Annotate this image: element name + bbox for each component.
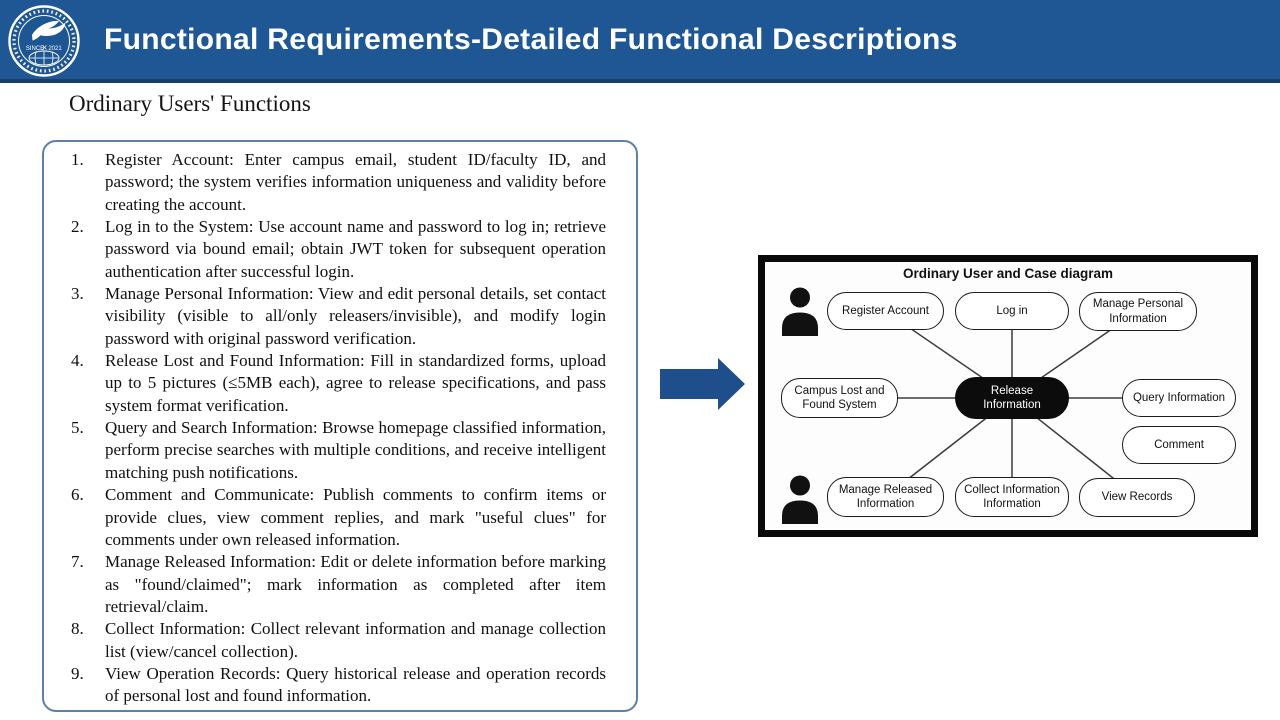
user-actor-icon	[782, 475, 818, 524]
item-text: Log in to the System: Use account name a…	[105, 217, 606, 281]
item-text: Comment and Communicate: Publish comment…	[105, 485, 606, 549]
slide-title: Functional Requirements-Detailed Functio…	[104, 22, 958, 56]
list-item-2: 2. Log in to the System: Use account nam…	[44, 216, 636, 283]
header-bar: SINCE 2021 Functional Requirements-Detai…	[0, 0, 1280, 83]
list-item-5: 5. Query and Search Information: Browse …	[44, 417, 636, 484]
list-item-7: 7. Manage Released Information: Edit or …	[44, 551, 636, 618]
item-text: Query and Search Information: Browse hom…	[105, 418, 606, 482]
item-number: 9.	[71, 663, 84, 683]
item-number: 6.	[71, 485, 84, 505]
usecase-node-collect-information: Collect Information Information	[955, 477, 1069, 517]
usecase-node-register-account: Register Account	[827, 292, 944, 330]
usecase-node-comment: Comment	[1122, 426, 1236, 464]
usecase-node-log-in: Log in	[955, 292, 1069, 330]
flow-arrow-icon	[660, 358, 745, 410]
list-item-1: 1. Register Account: Enter campus email,…	[44, 149, 636, 216]
list-item-6: 6. Comment and Communicate: Publish comm…	[44, 484, 636, 551]
item-number: 2.	[71, 217, 84, 237]
list-item-8: 8. Collect Information: Collect relevant…	[44, 618, 636, 663]
item-number: 7.	[71, 552, 84, 572]
item-number: 8.	[71, 619, 84, 639]
user-actor-icon	[782, 287, 818, 336]
item-number: 1.	[71, 150, 84, 169]
usecase-node-manage-personal-information: Manage Personal Information	[1079, 292, 1197, 331]
usecase-node-campus-lost-and-found-system: Campus Lost and Found System	[781, 378, 898, 418]
usecase-node-query-information: Query Information	[1122, 379, 1236, 417]
usecase-node-manage-released-information: Manage Released Information	[827, 477, 944, 517]
usecase-node-release-information: Release Information	[955, 377, 1069, 419]
functions-list-box: 1. Register Account: Enter campus email,…	[42, 140, 638, 712]
item-text: Register Account: Enter campus email, st…	[105, 150, 606, 214]
list-item-3: 3. Manage Personal Information: View and…	[44, 283, 636, 350]
item-text: Collect Information: Collect relevant in…	[105, 619, 606, 661]
item-text: Release Lost and Found Information: Fill…	[105, 351, 606, 415]
usecase-diagram: Ordinary User and Case diagram Register …	[758, 255, 1258, 537]
college-logo-icon: SINCE 2021	[8, 5, 80, 77]
list-item-4: 4. Release Lost and Found Information: F…	[44, 350, 636, 417]
section-title: Ordinary Users' Functions	[69, 91, 311, 116]
diagram-title: Ordinary User and Case diagram	[902, 266, 1114, 281]
item-text: Manage Released Information: Edit or del…	[105, 552, 606, 616]
svg-text:SINCE: SINCE	[26, 46, 44, 52]
item-text: View Operation Records: Query historical…	[105, 663, 606, 706]
svg-text:2021: 2021	[48, 46, 62, 52]
item-number: 5.	[71, 418, 84, 438]
item-text: Manage Personal Information: View and ed…	[105, 284, 606, 348]
usecase-node-view-records: View Records	[1079, 478, 1195, 517]
list-item-9: 9. View Operation Records: Query histori…	[44, 663, 636, 708]
item-number: 4.	[71, 351, 84, 371]
item-number: 3.	[71, 284, 84, 304]
